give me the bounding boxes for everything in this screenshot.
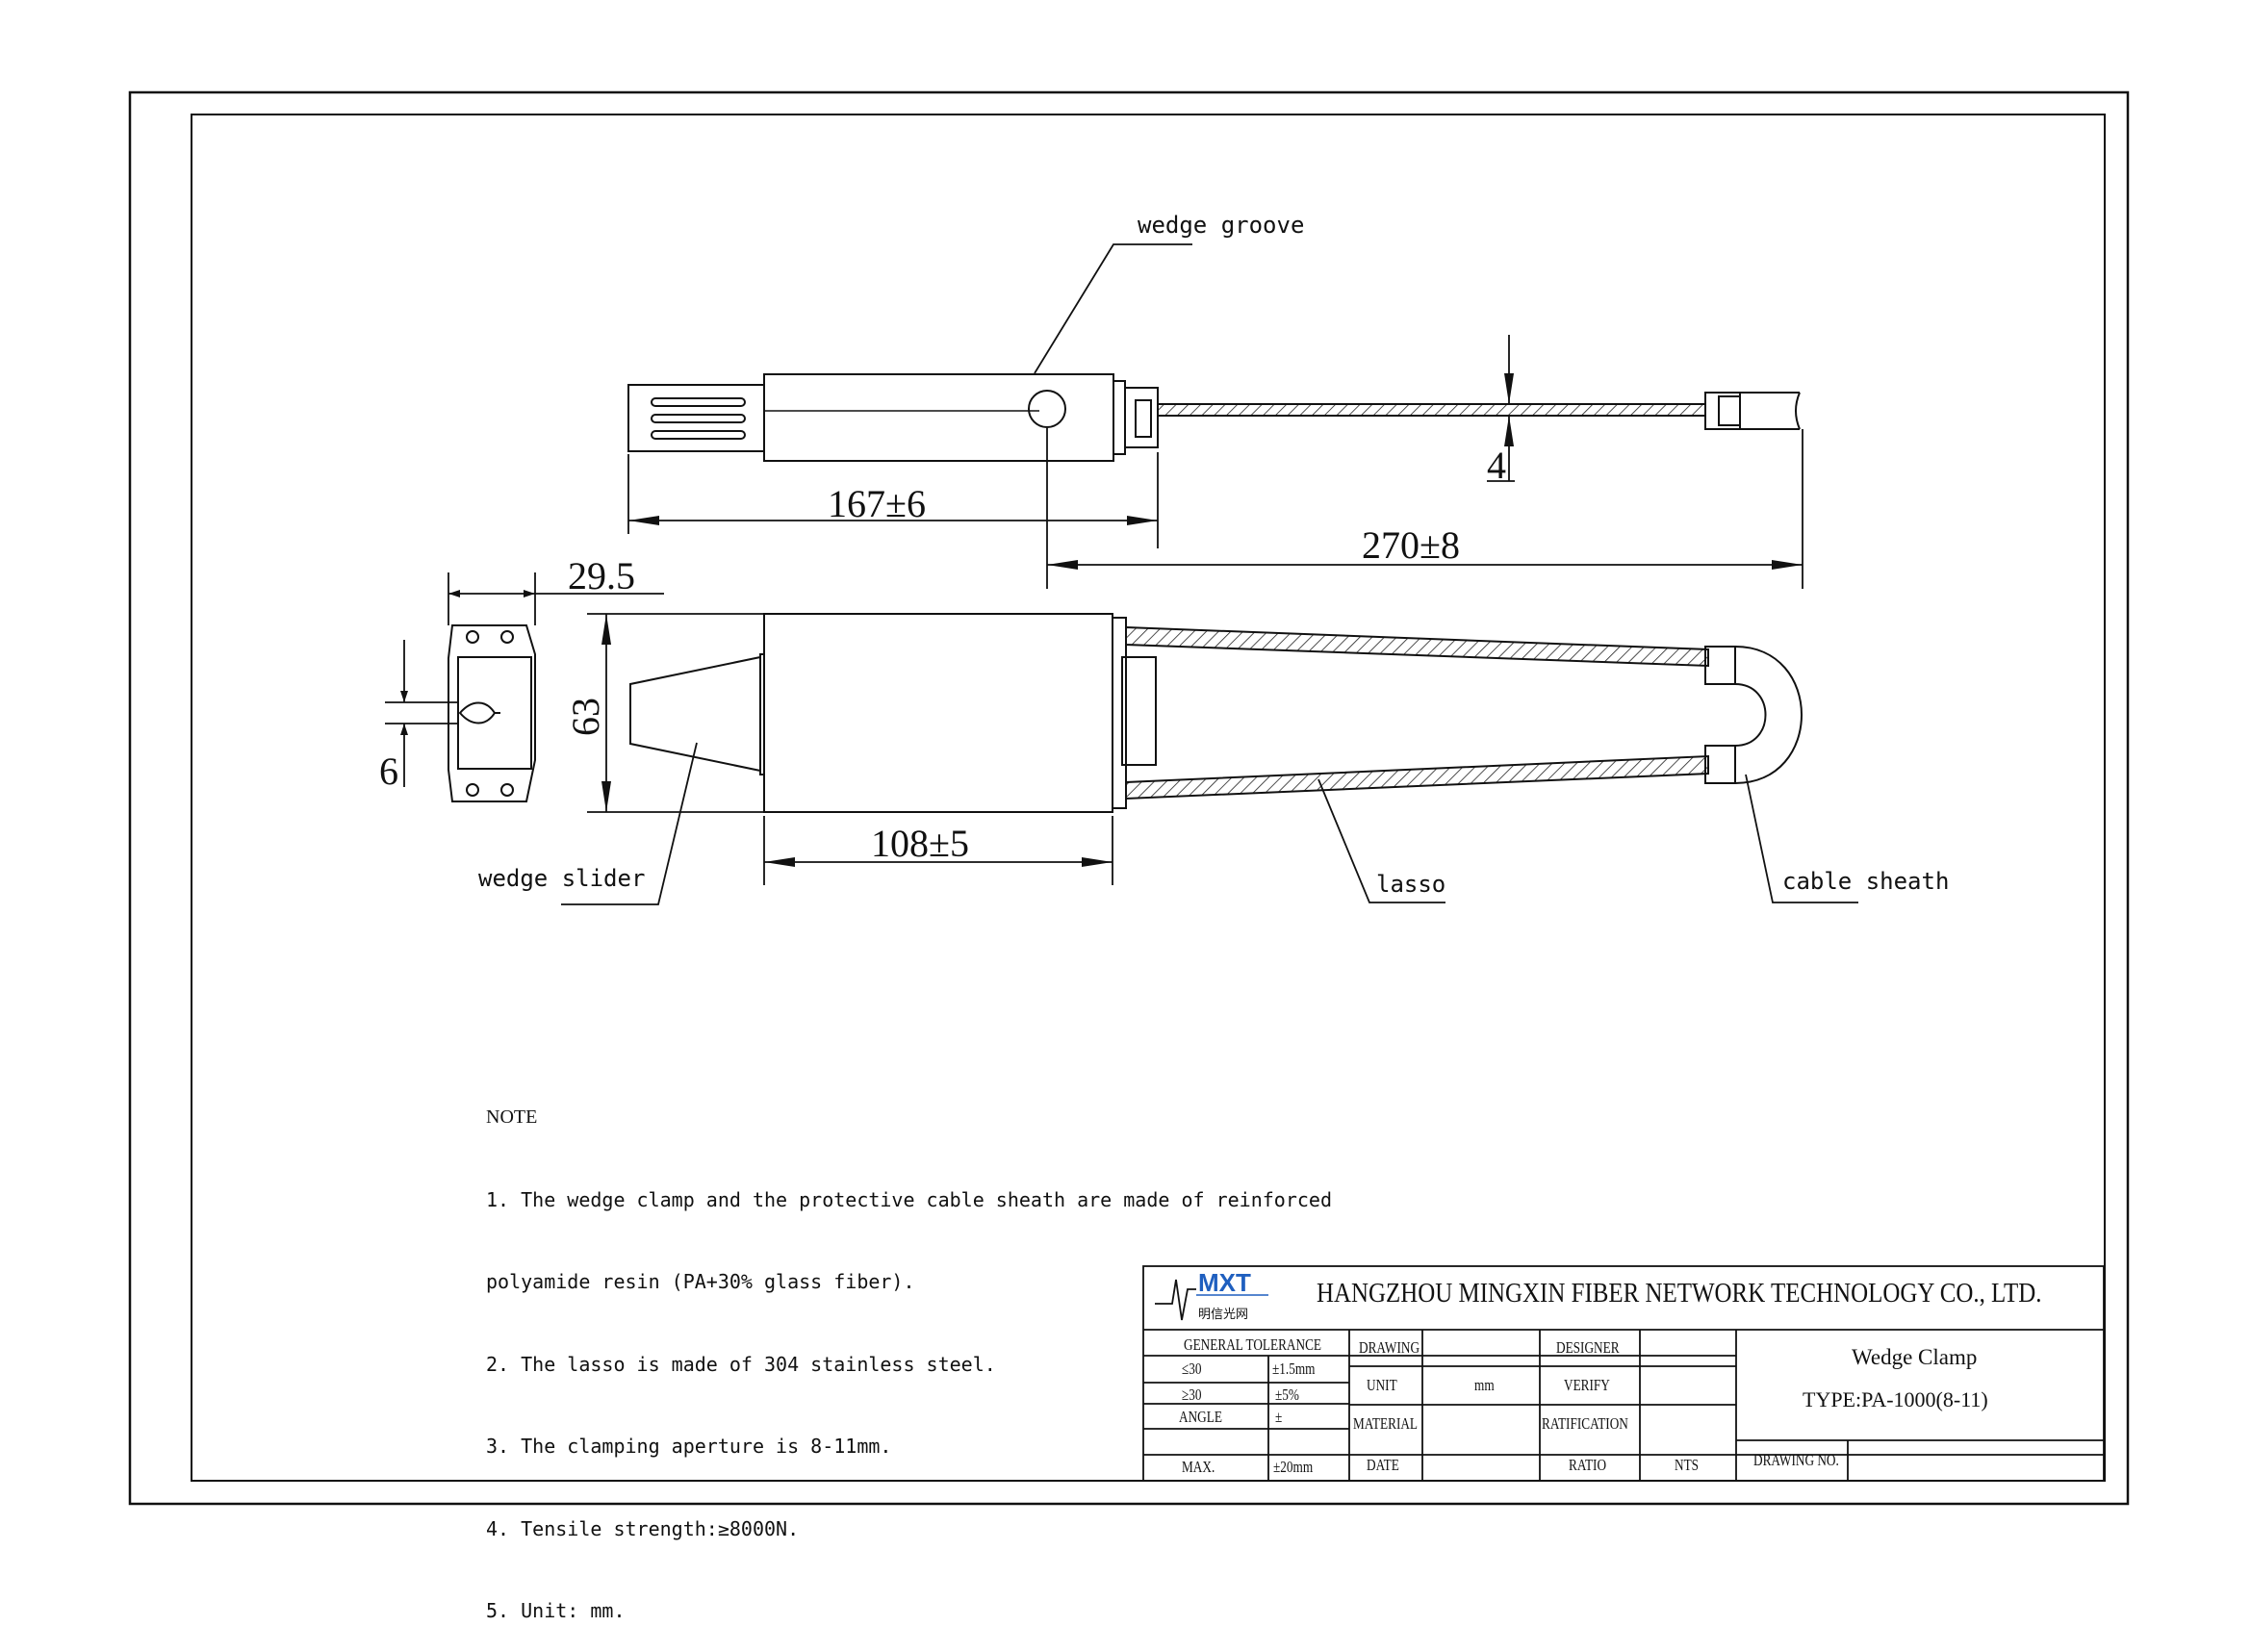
product-name: Wedge Clamp — [1852, 1345, 1978, 1369]
dimension-lines — [385, 335, 1803, 885]
ratio-value: NTS — [1675, 1456, 1700, 1474]
tol-value-3: ± — [1275, 1408, 1283, 1426]
tol-value-4: ±20mm — [1273, 1458, 1314, 1476]
tol-label-3: ANGLE — [1179, 1408, 1222, 1426]
unit-value: mm — [1474, 1376, 1495, 1394]
note-line: polyamide resin (PA+30% glass fiber). — [486, 1270, 915, 1293]
dim-6: 6 — [379, 750, 398, 793]
tol-label-1: ≤30 — [1182, 1360, 1202, 1378]
company-logo: MXT 明信光网 — [1155, 1268, 1268, 1322]
title-block-grid — [1142, 1265, 2105, 1482]
drawing-label: DRAWING — [1359, 1338, 1420, 1357]
note-line: 5. Unit: mm. — [486, 1599, 626, 1622]
side-view — [629, 613, 1803, 813]
tol-value-1: ±1.5mm — [1272, 1360, 1316, 1378]
engineering-drawing: wedge groove wedge slider lasso cable sh… — [128, 90, 2130, 1506]
dim-270: 270±8 — [1362, 523, 1460, 567]
logo-subtext: 明信光网 — [1198, 1308, 1248, 1322]
tol-label-4: MAX. — [1182, 1458, 1215, 1476]
outer-frame — [128, 90, 2130, 1506]
designer-label: DESIGNER — [1556, 1338, 1620, 1357]
end-view — [448, 624, 536, 802]
dim-63: 63 — [564, 698, 607, 736]
dim-108: 108±5 — [871, 822, 969, 865]
notes-title: NOTE — [486, 1106, 538, 1128]
product-type: TYPE:PA-1000(8-11) — [1803, 1387, 1988, 1411]
note-line: 2. The lasso is made of 304 stainless st… — [486, 1352, 996, 1376]
verify-label: VERIFY — [1564, 1376, 1610, 1394]
ratification-label: RATIFICATION — [1542, 1414, 1628, 1433]
note-line: 1. The wedge clamp and the protective ca… — [486, 1187, 1332, 1211]
callout-leaders — [561, 243, 1858, 905]
logo-text: MXT — [1198, 1268, 1251, 1297]
wedge-slider-label: wedge slider — [478, 865, 645, 892]
tol-label-2: ≥30 — [1182, 1385, 1202, 1404]
company-name: HANGZHOU MINGXIN FIBER NETWORK TECHNOLOG… — [1317, 1278, 2042, 1309]
cable-sheath-label: cable sheath — [1782, 868, 1949, 895]
dim-167: 167±6 — [828, 482, 926, 525]
dim-4: 4 — [1487, 444, 1506, 487]
date-label: DATE — [1367, 1456, 1399, 1474]
dim-29-5: 29.5 — [568, 554, 635, 597]
ratio-label: RATIO — [1569, 1456, 1607, 1474]
lasso-label: lasso — [1376, 871, 1445, 898]
drawing-no-label: DRAWING NO. — [1753, 1451, 1839, 1469]
top-view — [627, 373, 1801, 462]
note-line: 4. Tensile strength:≥8000N. — [486, 1516, 800, 1540]
tol-value-2: ±5% — [1275, 1385, 1299, 1404]
unit-label: UNIT — [1367, 1376, 1397, 1394]
general-tolerance-label: GENERAL TOLERANCE — [1184, 1335, 1322, 1354]
wedge-groove-label: wedge groove — [1138, 212, 1304, 239]
note-line: 3. The clamping aperture is 8-11mm. — [486, 1435, 892, 1458]
material-label: MATERIAL — [1353, 1414, 1419, 1433]
